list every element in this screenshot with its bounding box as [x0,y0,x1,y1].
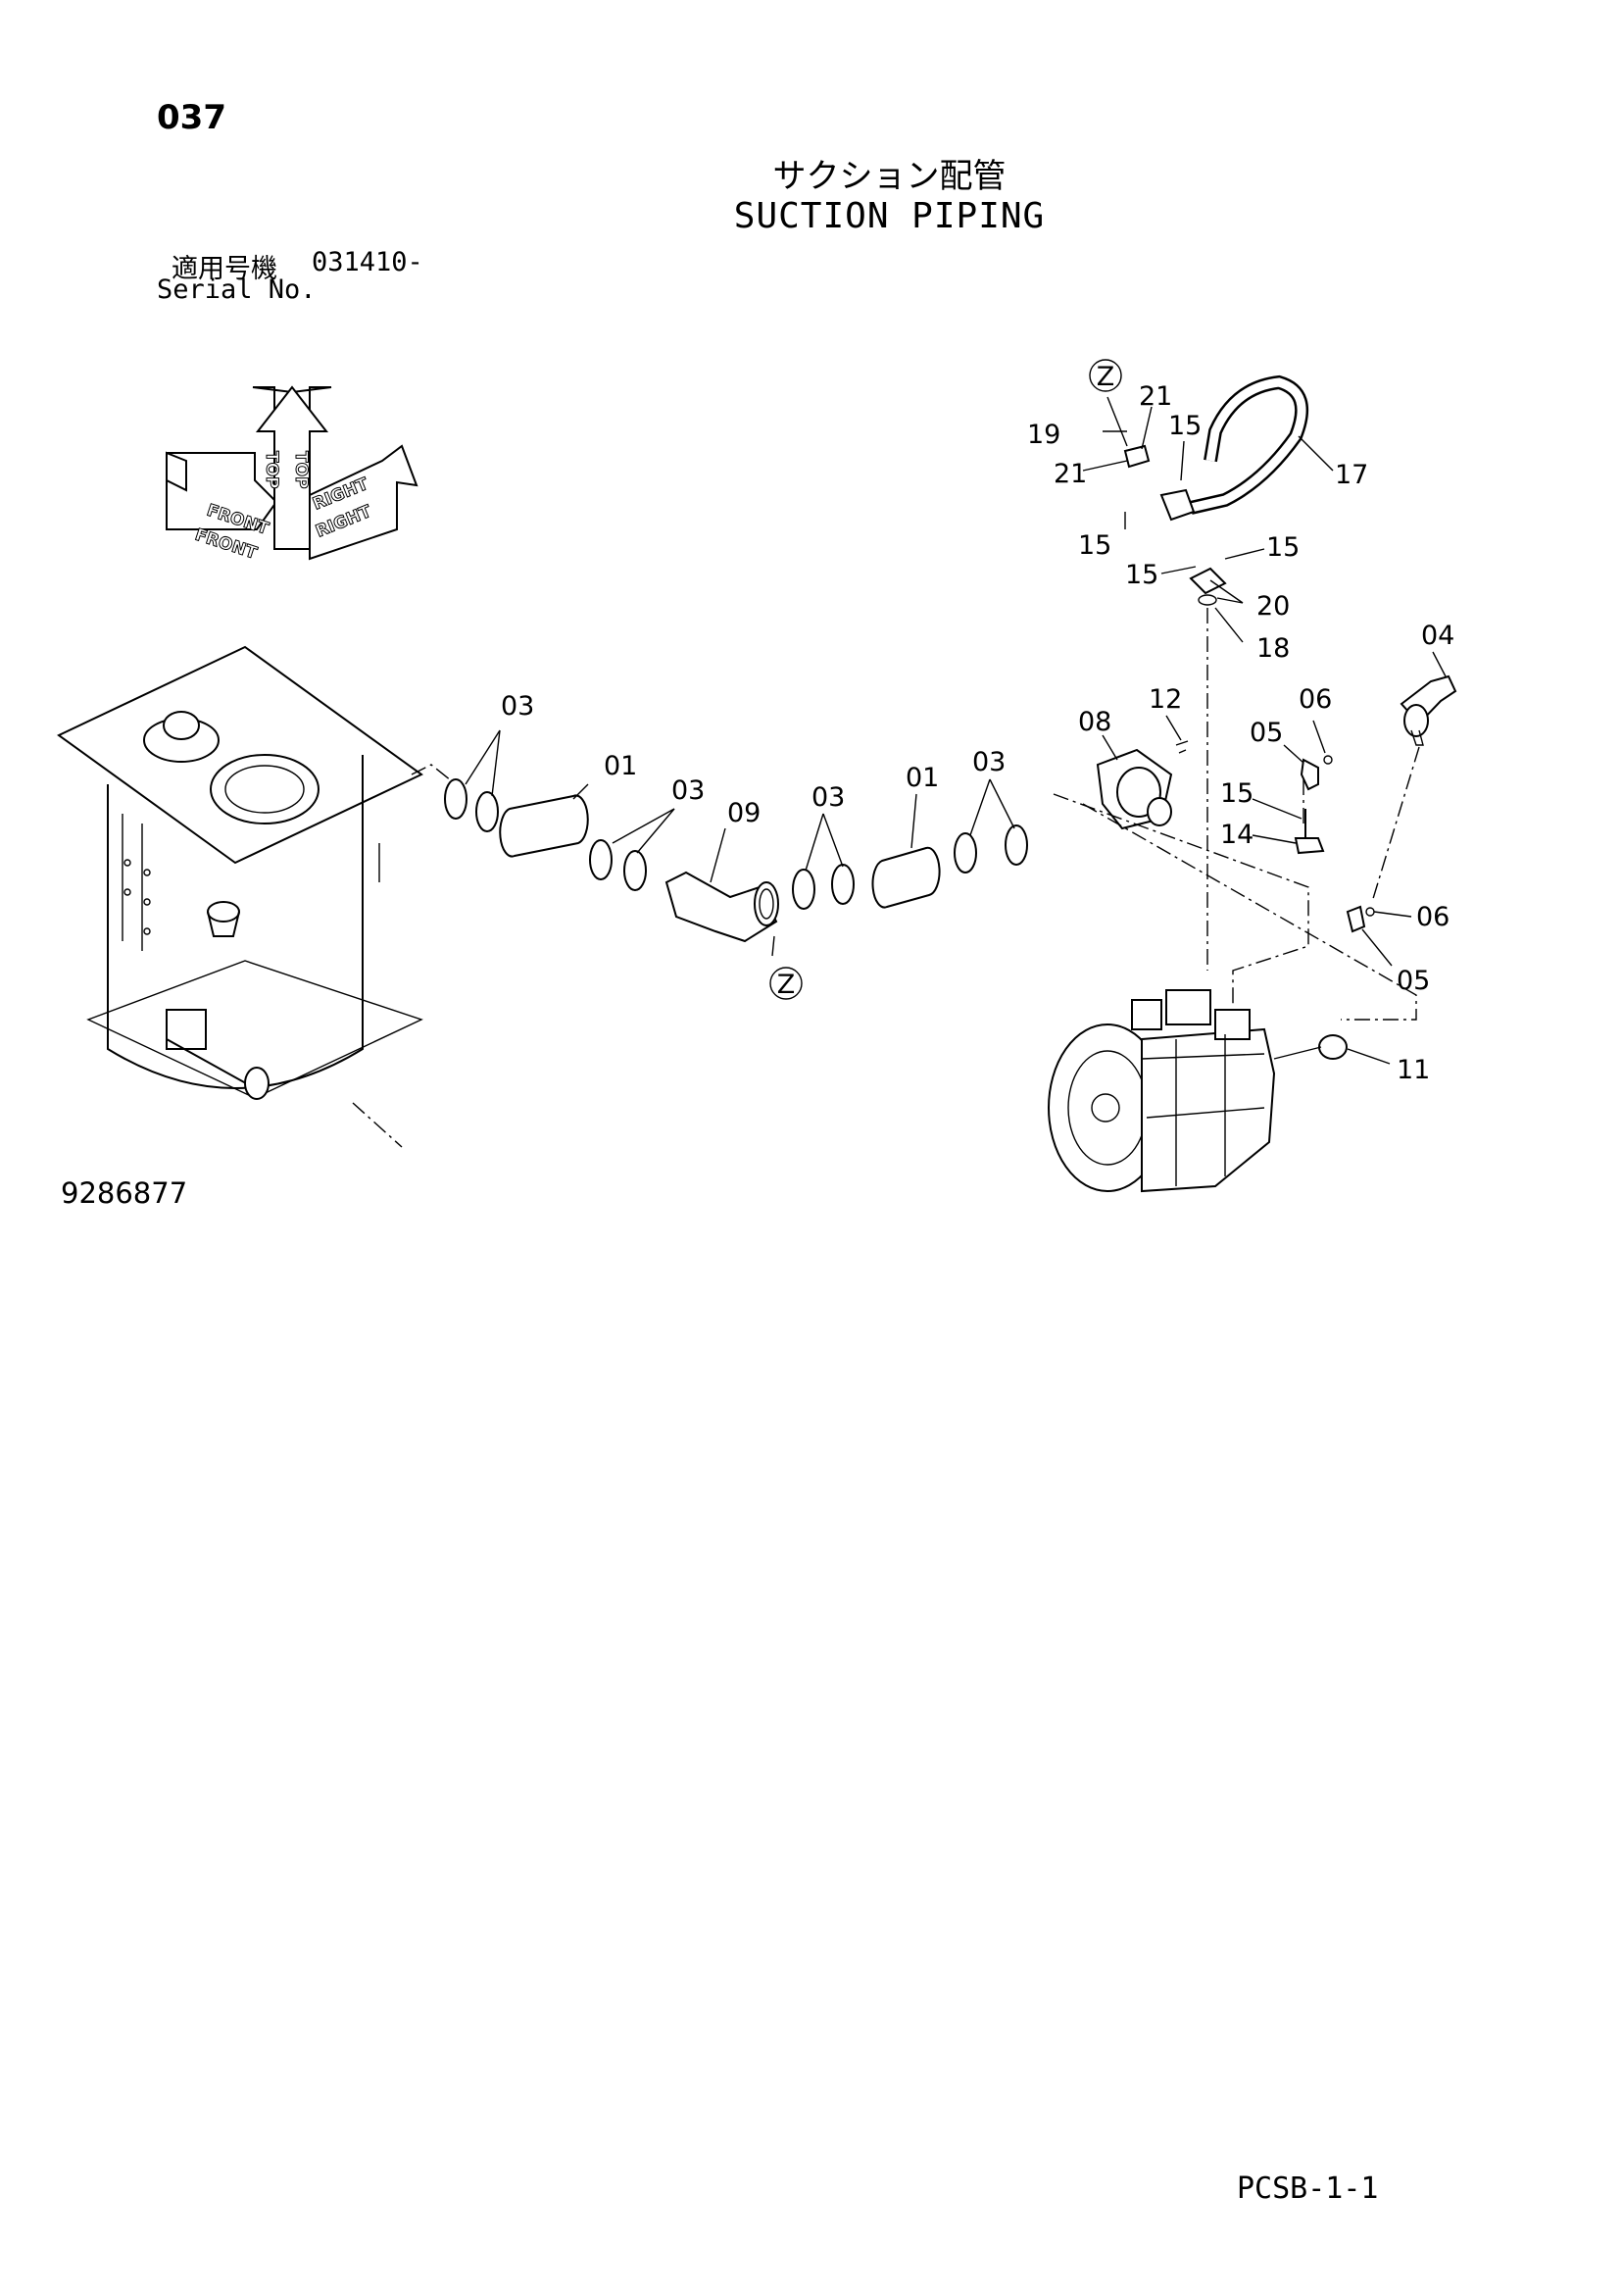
callout-03: 03 [811,782,845,813]
callout-03: 03 [972,747,1006,777]
hose-clamp [831,864,855,905]
callout-11: 11 [1397,1055,1430,1085]
callout-14: 14 [1220,820,1253,850]
hose-clamp [1005,824,1028,866]
callout-06: 06 [1416,902,1450,932]
callout-15: 15 [1168,411,1202,441]
hose-clamp [954,832,977,873]
orientation-indicator: FRONT FRONT TOP TOP RIGHT RIGHT [166,385,418,564]
callout-06: 06 [1299,684,1332,715]
elbow-pipe [664,871,779,943]
callout-08: 08 [1078,707,1111,737]
callout-21: 21 [1139,381,1172,412]
page-title: SUCTION PIPING [733,196,1046,236]
suction-hoses [499,794,941,909]
hydraulic-tank [57,645,457,1148]
callout-05: 05 [1250,718,1283,748]
callout-03: 03 [501,691,534,722]
callout-17: 17 [1335,460,1368,490]
hose-clamp [623,850,647,891]
suction-flange [1096,740,1189,830]
alignment-lines [1053,608,1420,1021]
leader-lines [465,396,1447,1065]
hose-clamp [792,869,815,910]
callout-05: 05 [1397,966,1430,996]
callout-04: 04 [1421,621,1454,651]
suction-hose [499,794,589,858]
callout-19: 19 [1027,420,1060,450]
suction-hose [871,846,941,909]
hose-clamps [444,778,1028,910]
page-number: 037 [157,98,226,137]
serial-label-japanese: 適用号機 [172,254,277,284]
callout-01: 01 [906,763,939,793]
zone-marker [1089,359,1122,392]
zone-marker-label: Z [777,970,796,1000]
drawing-number: 9286877 [61,1176,188,1210]
orientation-label-top-a: TOP [262,451,281,489]
zone-markers: Z Z [769,359,1122,1000]
serial-value: 031410- [312,247,423,277]
footer-code: PCSB-1-1 [1237,2171,1379,2206]
hose-clamp [589,839,613,880]
callout-03: 03 [671,775,705,806]
callout-20: 20 [1256,591,1290,622]
zone-marker-label: Z [1097,362,1115,392]
callout-21: 21 [1054,459,1087,489]
callout-18: 18 [1256,633,1290,664]
serial-label: Serial No. [157,275,317,305]
orientation-label-top-b: TOP [291,451,311,489]
hose-17 [1123,374,1309,606]
fittings [1294,755,1375,933]
callout-01: 01 [604,751,637,781]
callouts: 03 01 03 09 03 01 03 08 12 04 06 05 15 1… [501,381,1454,1085]
hose-clamp [444,778,467,820]
hydraulic-pump [1048,989,1348,1193]
hose-clamp [475,791,499,832]
callout-15: 15 [1125,560,1158,590]
callout-09: 09 [727,798,761,828]
elbow-04 [1400,674,1457,746]
callout-12: 12 [1149,684,1182,715]
callout-15: 15 [1220,778,1253,809]
zone-marker [769,967,803,1000]
o-ring [1318,1034,1348,1060]
page-title-japanese: サクション配管 [772,157,1007,196]
callout-15: 15 [1078,530,1111,561]
callout-15: 15 [1266,532,1300,563]
